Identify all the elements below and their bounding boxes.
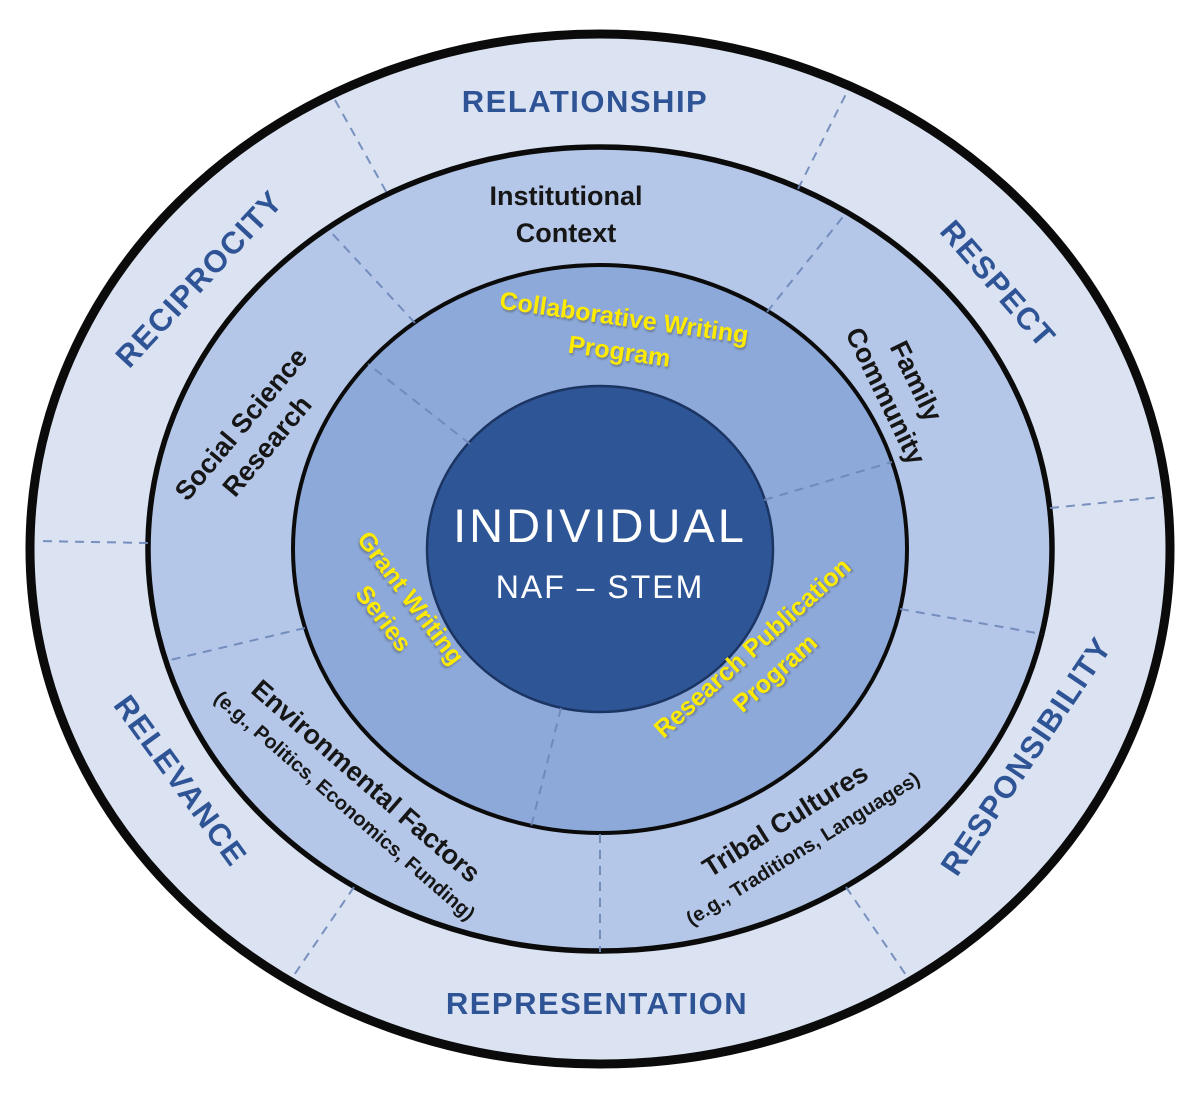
context-label-institutional-line2: Context [516, 218, 617, 248]
center-circle [425, 384, 775, 714]
divider-outer-upper-right [797, 91, 848, 190]
context-label-institutional: Institutional Context [490, 181, 643, 248]
divider-context-left [165, 627, 306, 662]
divider-context-upper-right [766, 212, 847, 313]
divider-program-upper-left [367, 363, 471, 445]
divider-outer-lower-left [291, 886, 355, 979]
outer-label-representation: REPRESENTATION [446, 986, 748, 1021]
center-subtitle: NAF – STEM [496, 569, 704, 605]
divider-outer-lower-right [845, 886, 909, 979]
divider-outer-left [35, 540, 149, 544]
center-title: INDIVIDUAL [453, 499, 747, 552]
segment-dividers [35, 91, 1163, 979]
divider-program-right [763, 461, 893, 501]
divider-context-right [899, 608, 1043, 635]
divider-context-upper-left [327, 228, 416, 324]
divider-outer-upper-left [334, 99, 389, 196]
divider-program-bottom [530, 707, 562, 828]
outer-label-relationship: RELATIONSHIP [462, 84, 709, 119]
context-label-institutional-line1: Institutional [490, 181, 643, 211]
divider-outer-right [1049, 496, 1163, 509]
